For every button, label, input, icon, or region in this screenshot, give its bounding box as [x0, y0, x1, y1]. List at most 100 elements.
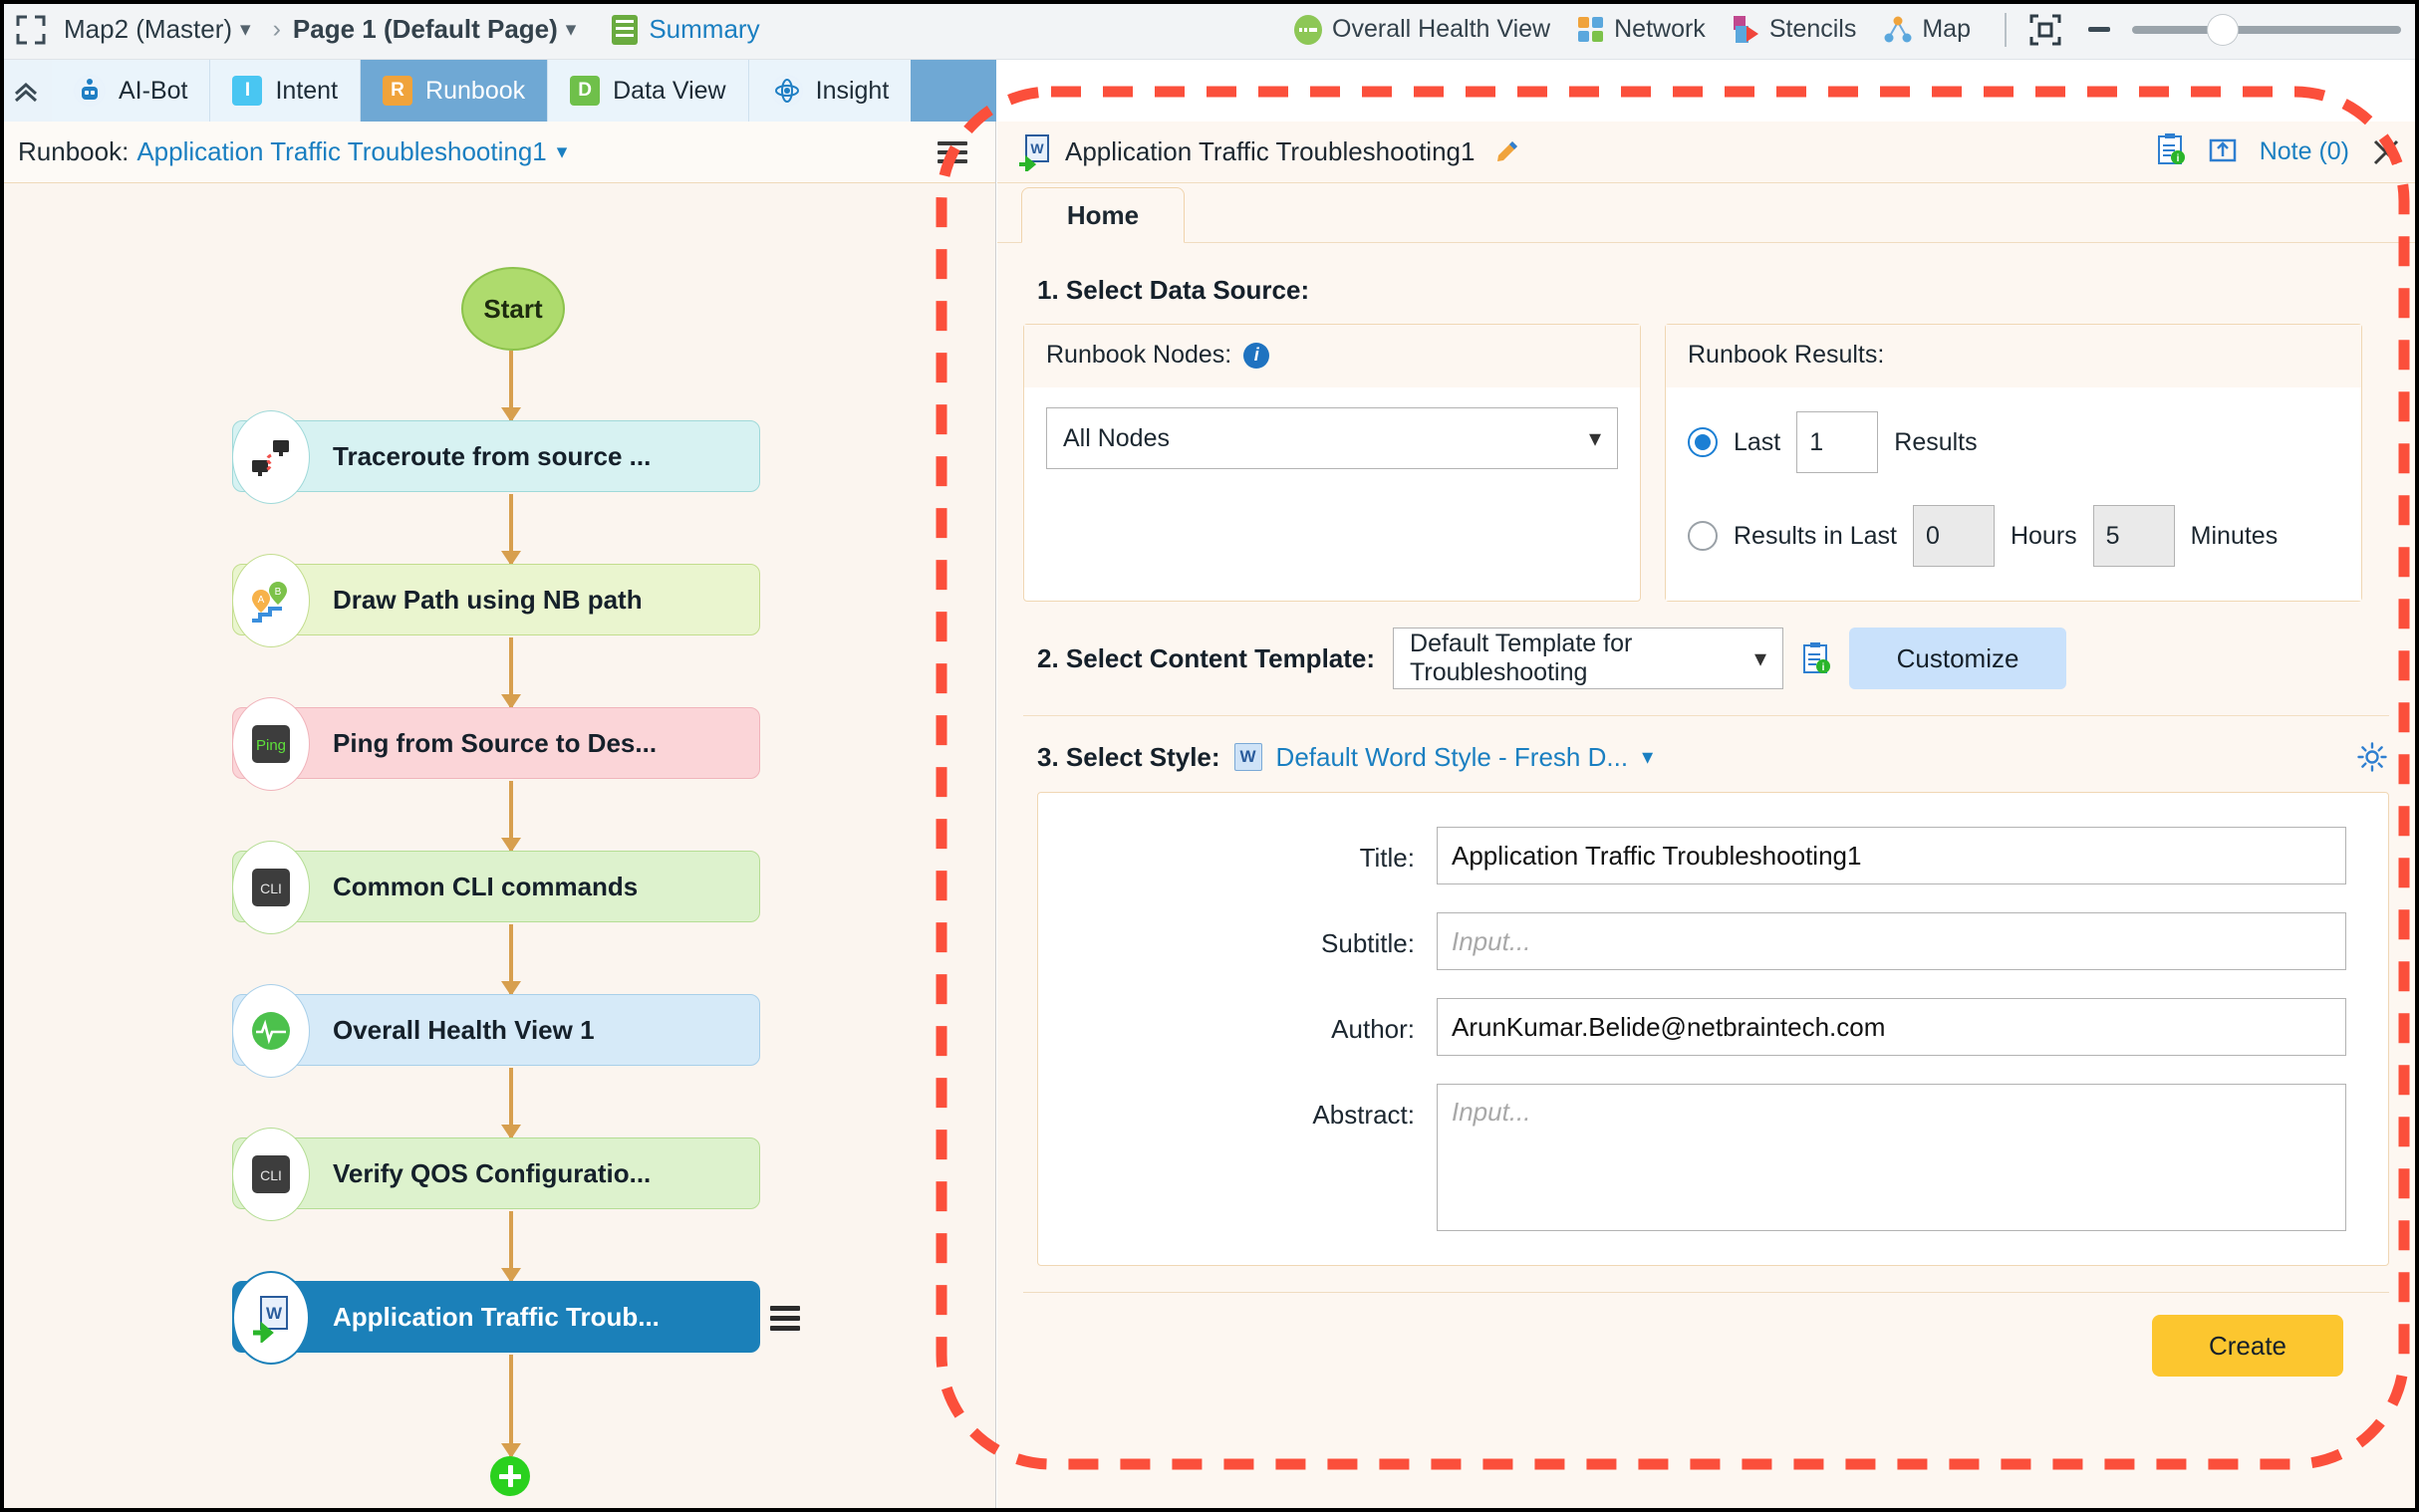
- runbook-step[interactable]: B A Draw Path using NB path: [232, 554, 760, 647]
- panel-footer: Create: [1023, 1292, 2389, 1377]
- toolbar-item-overall-health-view[interactable]: Overall Health View: [1294, 14, 1551, 45]
- runbook-step[interactable]: CLI Common CLI commands: [232, 841, 760, 934]
- summary-icon: [612, 14, 639, 45]
- tab-insight[interactable]: Insight: [748, 60, 912, 122]
- add-step-button[interactable]: [490, 1456, 530, 1496]
- content-template-select[interactable]: Default Template for Troubleshooting ▾: [1393, 628, 1784, 689]
- radio-last-results[interactable]: [1688, 427, 1718, 457]
- pencil-icon[interactable]: [1492, 138, 1520, 166]
- abstract-input[interactable]: [1437, 1084, 2346, 1231]
- ping-icon: Ping: [232, 697, 310, 791]
- toolbar-item-stencils[interactable]: Stencils: [1733, 15, 1857, 44]
- results-in-last-row: Results in Last 0 Hours 5 Minutes: [1688, 505, 2339, 567]
- runbook-step[interactable]: Overall Health View 1: [232, 984, 760, 1078]
- runbook-step-label: Verify QOS Configuratio...: [333, 1157, 652, 1188]
- breadcrumb-map[interactable]: Map2 (Master): [64, 14, 233, 44]
- tabstrip-filler: [911, 60, 996, 122]
- last-results-input[interactable]: 1: [1796, 411, 1879, 473]
- info-icon[interactable]: i: [1243, 342, 1270, 369]
- chevron-down-icon-map[interactable]: ▾: [240, 18, 251, 41]
- word-export-icon: W: [232, 1271, 310, 1365]
- chevron-down-icon-style[interactable]: ▾: [1642, 744, 1654, 769]
- tab-ai-bot[interactable]: AI-Bot: [52, 60, 211, 122]
- toolbar-item-network[interactable]: Network: [1578, 15, 1706, 44]
- note-button[interactable]: Note (0): [2259, 137, 2349, 165]
- tab-intent[interactable]: I Intent: [210, 60, 362, 122]
- summary-button[interactable]: Summary: [612, 14, 760, 45]
- runbook-step-label: Draw Path using NB path: [333, 584, 643, 615]
- runbook-step-label: Application Traffic Troub...: [333, 1301, 660, 1332]
- tab-data-view[interactable]: D Data View: [548, 60, 749, 122]
- style-name[interactable]: Default Word Style - Fresh D...: [1275, 741, 1629, 772]
- runbook-nodes-box: Runbook Nodes: i All Nodes ▾: [1023, 324, 1641, 602]
- hours-input[interactable]: 0: [1912, 505, 1995, 567]
- chevron-down-icon-page[interactable]: ▾: [565, 18, 577, 41]
- runbook-panel-header: Runbook: Application Traffic Troubleshoo…: [0, 122, 995, 183]
- author-input[interactable]: [1437, 998, 2346, 1056]
- frame-right: [2415, 0, 2419, 1512]
- clipboard-info-icon[interactable]: i: [1801, 641, 1831, 675]
- tab-label: Insight: [815, 76, 890, 105]
- svg-text:i: i: [2176, 153, 2179, 164]
- toolbar-item-label: Stencils: [1768, 15, 1857, 43]
- subtitle-label: Subtitle:: [1321, 928, 1415, 958]
- chevron-down-icon-runbook[interactable]: ▾: [556, 140, 568, 163]
- radio-results-in-last[interactable]: [1688, 521, 1718, 551]
- tab-label: Intent: [275, 76, 339, 105]
- content-template-value: Default Template for Troubleshooting: [1410, 630, 1633, 686]
- zoom-slider[interactable]: [2132, 14, 2401, 45]
- title-input[interactable]: [1437, 827, 2346, 884]
- fit-to-screen-icon[interactable]: [2028, 13, 2062, 47]
- expand-icon[interactable]: [14, 13, 48, 47]
- panel-tabrow: Home: [997, 183, 2419, 243]
- runbook-start-node[interactable]: Start: [461, 267, 565, 351]
- toolbar-item-label: Overall Health View: [1332, 15, 1551, 43]
- runbook-nodes-body: All Nodes ▾: [1024, 387, 1640, 543]
- frame-left: [0, 0, 4, 1512]
- form-row-author: Author:: [1038, 998, 2346, 1056]
- runbook-panel: Runbook: Application Traffic Troubleshoo…: [0, 122, 996, 1512]
- zoom-out-button[interactable]: [2088, 27, 2110, 32]
- stencils-icon: [1733, 15, 1759, 44]
- toolbar-item-map[interactable]: Map: [1884, 15, 1971, 44]
- runbook-step-selected[interactable]: W Application Traffic Troub...: [232, 1271, 760, 1365]
- runbook-icon: R: [383, 76, 413, 106]
- runbook-step[interactable]: CLI Verify QOS Configuratio...: [232, 1128, 760, 1221]
- clipboard-info-icon[interactable]: i: [2156, 132, 2186, 171]
- tab-label: AI-Bot: [119, 76, 188, 105]
- runbook-step-label: Ping from Source to Des...: [333, 727, 658, 758]
- runbook-step[interactable]: Traceroute from source ...: [232, 410, 760, 504]
- runbook-step-menu-icon[interactable]: [770, 1301, 800, 1336]
- tab-runbook[interactable]: R Runbook: [361, 60, 549, 122]
- summary-label: Summary: [649, 14, 760, 44]
- zoom-slider-handle[interactable]: [2208, 14, 2238, 45]
- subtitle-input[interactable]: [1437, 912, 2346, 970]
- minutes-input[interactable]: 5: [2092, 505, 2175, 567]
- export-icon[interactable]: [2208, 134, 2238, 169]
- toolbar-divider: [2005, 12, 2007, 47]
- svg-text:Ping: Ping: [256, 737, 286, 754]
- section-3-label: 3. Select Style:: [1037, 741, 1220, 772]
- tab-home[interactable]: Home: [1021, 187, 1185, 243]
- svg-text:W: W: [266, 1304, 283, 1323]
- breadcrumb-page[interactable]: Page 1 (Default Page): [292, 14, 558, 44]
- path-pin-icon: B A: [232, 554, 310, 647]
- runbook-results-box: Runbook Results: Last 1 Results Results …: [1665, 324, 2362, 602]
- close-icon[interactable]: [2371, 137, 2401, 167]
- customize-button[interactable]: Customize: [1849, 628, 2067, 689]
- minutes-label: Minutes: [2190, 521, 2279, 550]
- flow-arrow: [501, 351, 521, 422]
- style-row: 3. Select Style: W Default Word Style - …: [1023, 716, 2389, 784]
- toolbar-item-label: Map: [1922, 15, 1971, 43]
- gear-icon[interactable]: [2355, 740, 2389, 774]
- runbook-step[interactable]: Ping Ping from Source to Des...: [232, 697, 760, 791]
- flow-arrow: [501, 494, 521, 566]
- flow-arrow: [501, 781, 521, 853]
- runbook-menu-icon[interactable]: [938, 136, 967, 168]
- runbook-nodes-select[interactable]: All Nodes ▾: [1046, 407, 1618, 469]
- traceroute-icon: [232, 410, 310, 504]
- runbook-name[interactable]: Application Traffic Troubleshooting1: [136, 136, 547, 166]
- create-button[interactable]: Create: [2152, 1315, 2343, 1377]
- svg-text:A: A: [258, 595, 265, 606]
- chevron-up-icon[interactable]: [0, 60, 52, 122]
